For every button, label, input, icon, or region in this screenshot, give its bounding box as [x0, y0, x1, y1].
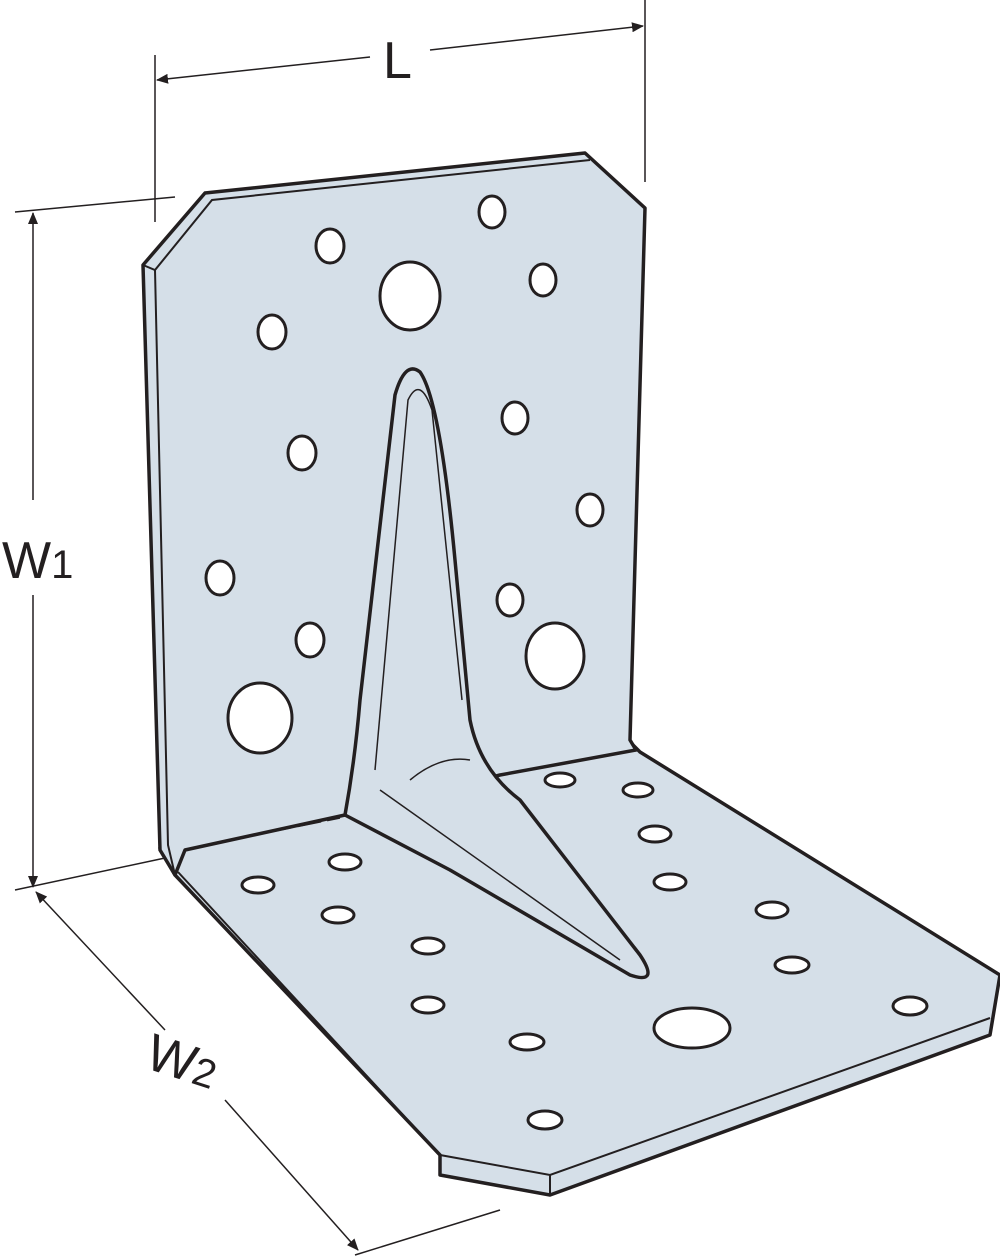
width1-subscript: 1 — [51, 543, 73, 587]
dimension-width1: W1 — [2, 196, 176, 891]
horizontal-plate-holes — [240, 771, 929, 1131]
svg-text:W1: W1 — [2, 532, 73, 590]
dimension-length: L — [154, 0, 646, 222]
width1-label: W — [2, 532, 51, 590]
svg-text:W2: W2 — [139, 1024, 225, 1101]
length-label: L — [383, 32, 412, 90]
vertical-plate-holes — [204, 194, 605, 755]
stiffening-rib — [343, 367, 650, 980]
